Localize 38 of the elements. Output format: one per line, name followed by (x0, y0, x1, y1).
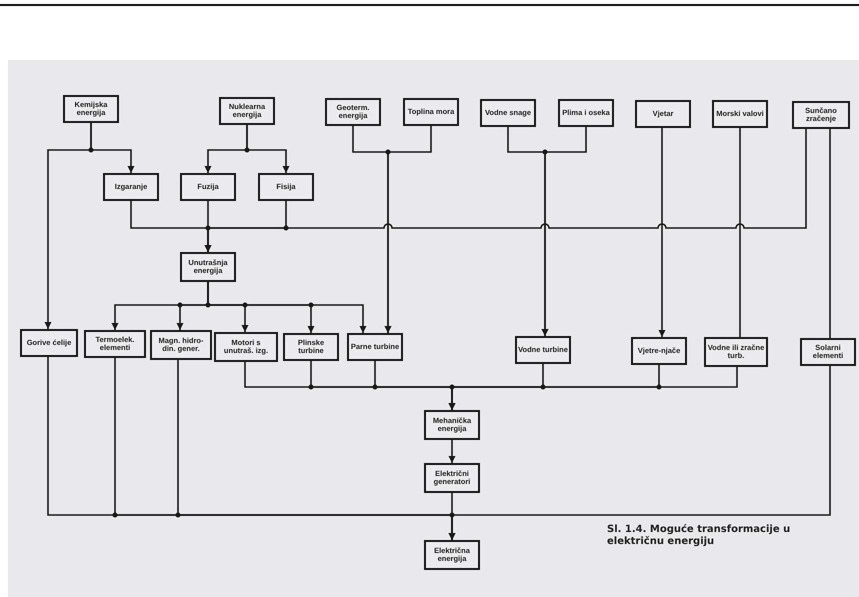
process-box (424, 463, 480, 493)
arrow (448, 367, 738, 410)
arrow (658, 128, 666, 337)
process-box (214, 332, 278, 362)
process-box (84, 330, 146, 358)
arrow (90, 123, 134, 173)
process-box (424, 540, 480, 570)
arrow (542, 127, 587, 336)
figure-caption: Sl. 1.4. Moguće transformacije u električnu energiju (607, 524, 792, 547)
process-box (792, 101, 850, 129)
process-box (150, 330, 212, 360)
process-box (283, 333, 339, 361)
arrow (204, 129, 807, 252)
connector-line (739, 128, 741, 337)
arrow (448, 440, 456, 463)
process-box (704, 337, 768, 367)
process-box (63, 95, 119, 123)
process-box (180, 252, 236, 282)
process-box (180, 173, 236, 201)
process-box (635, 100, 691, 128)
arrow (448, 366, 831, 540)
process-box (403, 98, 459, 126)
process-box (325, 98, 381, 126)
process-box (424, 410, 480, 440)
process-box (800, 338, 856, 366)
process-box (219, 97, 275, 125)
arrow (246, 125, 290, 173)
process-box (20, 329, 78, 357)
process-box (480, 99, 536, 127)
process-box (631, 337, 687, 365)
process-box (515, 336, 571, 364)
process-box (558, 99, 614, 127)
arrow (384, 126, 432, 333)
connector-line (829, 129, 831, 338)
process-box (103, 173, 159, 201)
process-box (712, 100, 768, 128)
process-box (258, 173, 314, 201)
process-box (347, 333, 403, 361)
